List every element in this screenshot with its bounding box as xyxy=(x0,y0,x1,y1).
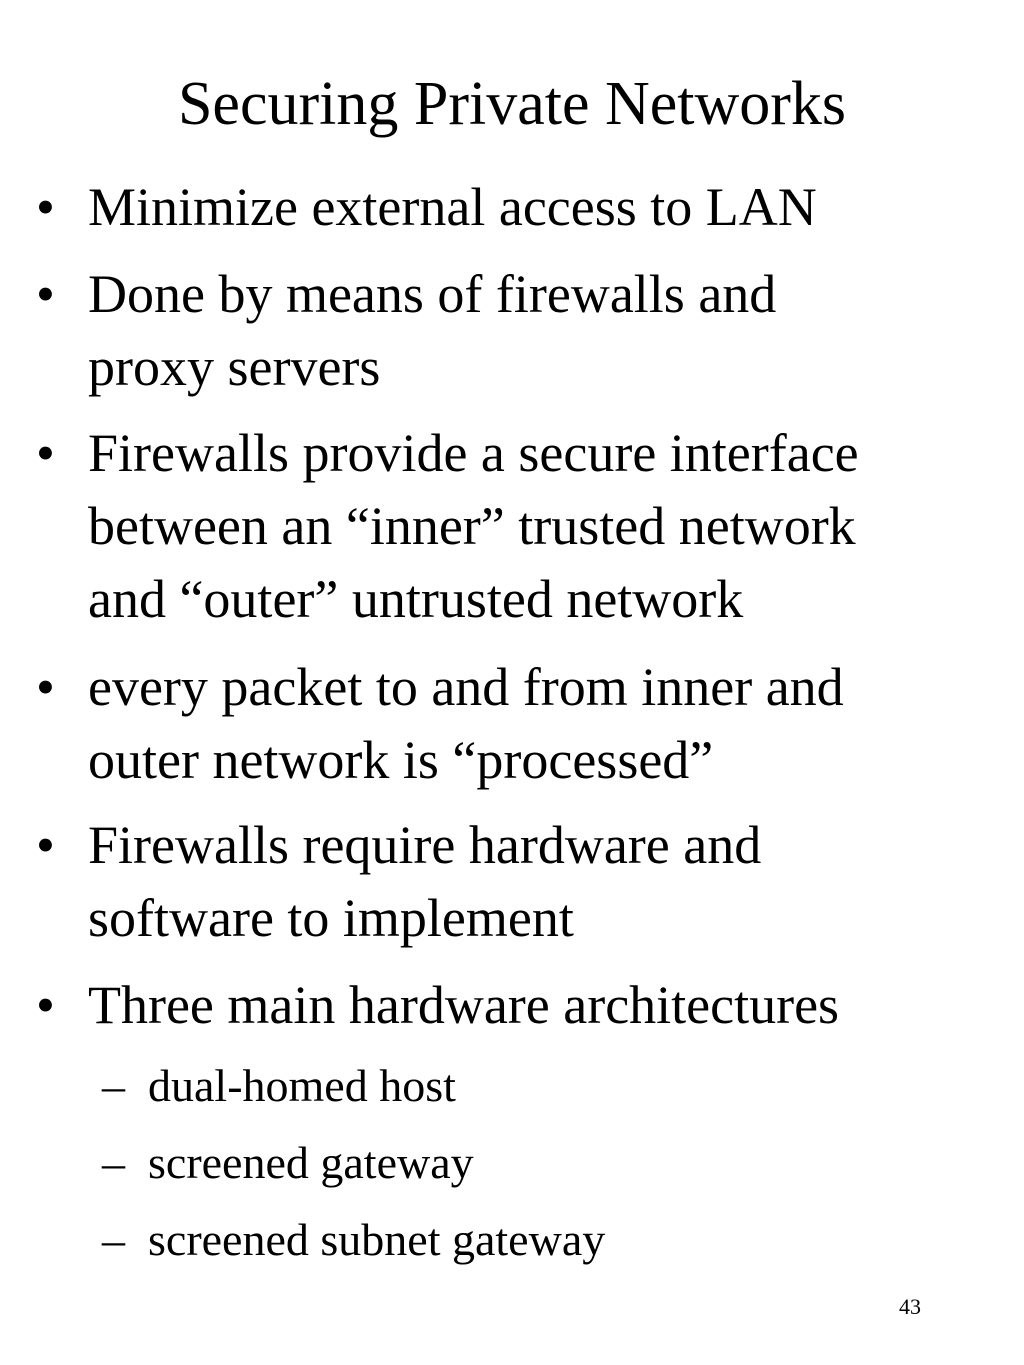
bullet-item: • every packet to and from inner and out… xyxy=(36,651,996,797)
bullet-text: Minimize external access to LAN xyxy=(88,177,817,237)
bullet-marker: • xyxy=(36,177,55,237)
sub-bullet-text: screened gateway xyxy=(148,1137,474,1188)
sub-bullet-text: screened subnet gateway xyxy=(148,1214,606,1265)
bullet-marker: • xyxy=(36,975,55,1035)
sub-bullet-marker: – xyxy=(102,1214,125,1265)
bullet-item: • Done by means of firewalls and proxy s… xyxy=(36,258,996,404)
sub-bullet-item: – screened subnet gateway xyxy=(102,1212,982,1268)
bullet-item: • Three main hardware architectures xyxy=(36,969,996,1042)
sub-bullet-text: dual-homed host xyxy=(148,1060,456,1111)
slide-title: Securing Private Networks xyxy=(177,70,847,138)
bullet-marker: • xyxy=(36,423,55,483)
bullet-marker: • xyxy=(36,657,55,717)
bullet-text: every packet to and from inner and outer… xyxy=(88,657,844,790)
bullet-item: • Firewalls require hardware and softwar… xyxy=(36,809,996,955)
bullet-marker: • xyxy=(36,815,55,875)
sub-bullet-item: – screened gateway xyxy=(102,1135,982,1191)
bullet-text: Firewalls provide a secure interface bet… xyxy=(88,423,859,629)
bullet-text: Done by means of firewalls and proxy ser… xyxy=(88,264,777,397)
bullet-text: Firewalls require hardware and software … xyxy=(88,815,762,948)
sub-bullet-marker: – xyxy=(102,1060,125,1111)
page-number: 43 xyxy=(899,1294,921,1319)
bullet-item: • Firewalls provide a secure interface b… xyxy=(36,417,996,636)
sub-bullet-marker: – xyxy=(102,1137,125,1188)
sub-bullet-item: – dual-homed host xyxy=(102,1058,982,1114)
bullet-text: Three main hardware architectures xyxy=(88,975,840,1035)
bullet-marker: • xyxy=(36,264,55,324)
bullet-item: • Minimize external access to LAN xyxy=(36,171,996,244)
